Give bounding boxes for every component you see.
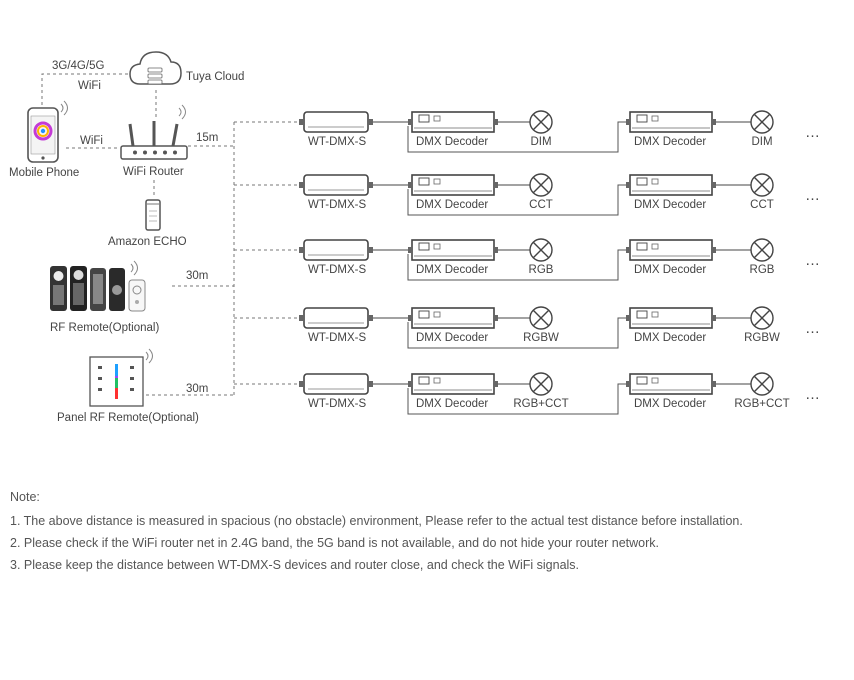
diagram-row-4 [234,306,774,349]
ellipsis-row-1: … [805,124,820,141]
rf-remotes-icon [50,260,146,312]
dmx-decoder-1-row-5 [408,373,498,395]
lamp-icon-1-row-4 [529,306,553,330]
diagram-row-3 [234,238,774,281]
wt-dmx-s-controller-row-4 [299,307,373,329]
dmx-decoder-2-row-4 [626,307,716,329]
decoder2-label-row-4: DMX Decoder [634,332,706,344]
load1-label-row-2: CCT [529,199,553,211]
load1-label-row-3: RGB [529,264,554,276]
load2-label-row-4: RGBW [744,332,780,344]
dmx-decoder-2-row-2 [626,174,716,196]
load1-label-row-1: DIM [530,136,551,148]
controller-label-row-4: WT-DMX-S [308,332,366,344]
dmx-decoder-1-row-1 [408,111,498,133]
amazon-echo-label: Amazon ECHO [108,236,187,248]
lamp-icon-2-row-2 [750,173,774,197]
dmx-decoder-2-row-5 [626,373,716,395]
wifi-link-label: WiFi [80,135,103,147]
lamp-icon-2-row-5 [750,372,774,396]
wt-dmx-s-controller-row-1 [299,111,373,133]
system-diagram: Mobile Phone 3G/4G/5G WiFi Tuya Cloud Wi… [9,51,820,424]
lamp-icon-2-row-4 [750,306,774,330]
decoder1-label-row-3: DMX Decoder [416,264,488,276]
decoder2-label-row-5: DMX Decoder [634,398,706,410]
lamp-icon-1-row-1 [529,110,553,134]
lamp-icon-1-row-3 [529,238,553,262]
controller-label-row-3: WT-DMX-S [308,264,366,276]
lamp-icon-1-row-5 [529,372,553,396]
load2-label-row-5: RGB+CCT [734,398,789,410]
lamp-icon-2-row-1 [750,110,774,134]
controller-label-row-5: WT-DMX-S [308,398,366,410]
note-item-3: 3. Please keep the distance between WT-D… [10,558,580,572]
wt-dmx-s-controller-row-2 [299,174,373,196]
wifi-top-label: WiFi [78,80,101,92]
lamp-icon-2-row-3 [750,238,774,262]
dmx-decoder-2-row-1 [626,111,716,133]
wifi-router-icon [120,121,188,160]
ellipsis-row-2: … [805,187,820,204]
load2-label-row-1: DIM [751,136,772,148]
note-item-1: 1. The above distance is measured in spa… [10,514,743,528]
panel-rf-remote-icon [89,348,153,407]
dmx-decoder-1-row-3 [408,239,498,261]
tuya-cloud-label: Tuya Cloud [186,71,244,83]
load1-label-row-4: RGBW [523,332,559,344]
mobile-phone-icon [27,100,68,163]
diagram-row-1 [234,110,774,153]
diagram-row-2 [234,173,774,216]
decoder1-label-row-4: DMX Decoder [416,332,488,344]
note-item-2: 2. Please check if the WiFi router net i… [10,536,659,550]
decoder1-label-row-5: DMX Decoder [416,398,488,410]
decoder2-label-row-3: DMX Decoder [634,264,706,276]
decoder2-label-row-2: DMX Decoder [634,199,706,211]
amazon-echo-icon [145,199,161,231]
decoder2-label-row-1: DMX Decoder [634,136,706,148]
controller-label-row-1: WT-DMX-S [308,136,366,148]
network-types-label: 3G/4G/5G [52,60,104,72]
dmx-decoder-1-row-2 [408,174,498,196]
dmx-decoder-1-row-4 [408,307,498,329]
load2-label-row-2: CCT [750,199,774,211]
dmx-decoder-2-row-3 [626,239,716,261]
ellipsis-row-4: … [805,320,820,337]
panel-rf-remote-label: Panel RF Remote(Optional) [57,412,199,424]
distance-15m-label: 15m [196,132,218,144]
wt-dmx-s-controller-row-3 [299,239,373,261]
lamp-icon-1-row-2 [529,173,553,197]
decoder1-label-row-1: DMX Decoder [416,136,488,148]
diagram-row-5 [234,372,774,415]
wt-dmx-s-controller-row-5 [299,373,373,395]
controller-label-row-2: WT-DMX-S [308,199,366,211]
load2-label-row-3: RGB [750,264,775,276]
distance-30m-label-b: 30m [186,383,208,395]
wifi-router-label: WiFi Router [123,166,184,178]
cloud-icon [129,51,182,85]
note-title: Note: [10,490,40,504]
load1-label-row-5: RGB+CCT [513,398,568,410]
mobile-phone-label: Mobile Phone [9,167,79,179]
rf-remote-label: RF Remote(Optional) [50,322,159,334]
ellipsis-row-5: … [805,386,820,403]
ellipsis-row-3: … [805,252,820,269]
decoder1-label-row-2: DMX Decoder [416,199,488,211]
distance-30m-label-a: 30m [186,270,208,282]
note-section: Note: 1. The above distance is measured … [10,486,743,576]
